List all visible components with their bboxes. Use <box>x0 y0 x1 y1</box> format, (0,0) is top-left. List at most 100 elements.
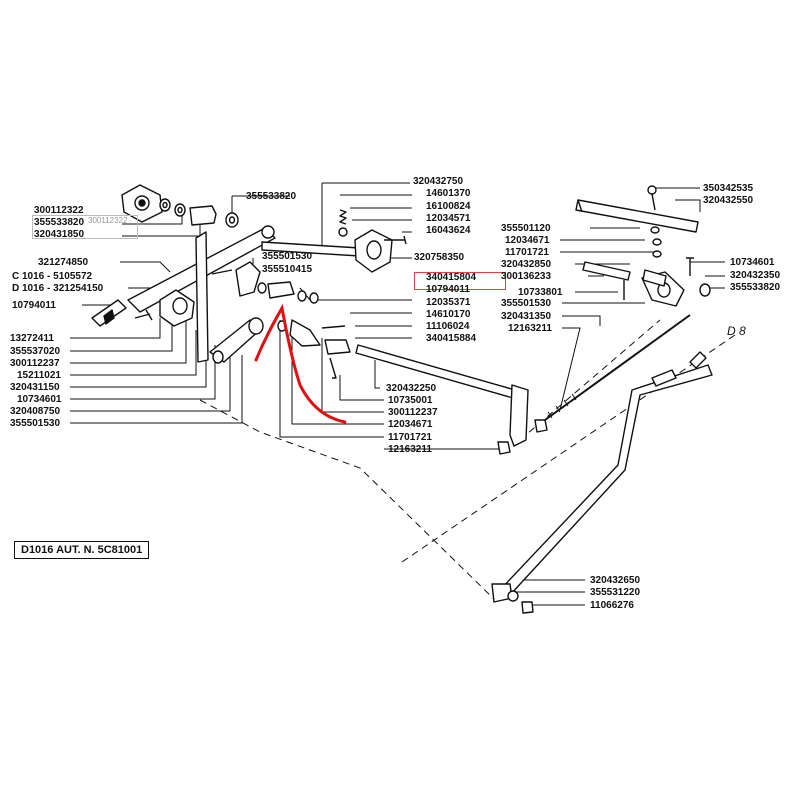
part-number-label: 16100824 <box>426 201 471 212</box>
washer <box>650 226 660 234</box>
part-number-label: 321274850 <box>38 257 89 268</box>
leader-line <box>70 318 187 364</box>
bushing <box>267 281 295 299</box>
spring <box>339 209 347 225</box>
part-number-label: 11701721 <box>388 432 432 443</box>
clevis-fork <box>91 299 127 327</box>
part-number-label: 10735001 <box>388 395 433 406</box>
bushing <box>642 269 667 287</box>
part-number-label: 320758350 <box>414 252 465 263</box>
part-number-label: 14601370 <box>426 188 471 199</box>
washer <box>652 238 662 246</box>
part-number-label: 16043624 <box>426 225 471 236</box>
leader-line <box>70 318 161 339</box>
model-label: D1016 AUT. N. 5C81001 <box>14 541 150 559</box>
part-number-label: 355537020 <box>10 346 61 357</box>
part-number-label: 300136233 <box>501 271 552 282</box>
washer <box>652 250 662 258</box>
part-number-label: 320432850 <box>501 259 552 270</box>
cotter-pin <box>329 357 337 379</box>
screw <box>211 269 233 275</box>
part-number-label: 13272411 <box>10 333 54 344</box>
highlight-box <box>414 272 506 290</box>
part-number-label: 12163211 <box>388 444 432 455</box>
part-number-label: 355531220 <box>590 587 641 598</box>
part-number-label: 320432550 <box>703 195 754 206</box>
flange-bracket <box>121 184 163 223</box>
part-number-label: 10734601 <box>17 394 62 405</box>
leader-line <box>70 355 243 424</box>
dashed-outline <box>199 399 496 601</box>
leader-line <box>70 330 197 376</box>
part-number-label: C 1016 - 5105572 <box>12 271 93 282</box>
leader-line <box>70 345 216 400</box>
threaded-rod <box>544 314 691 421</box>
leader-line <box>675 199 701 212</box>
nut <box>521 601 534 614</box>
part-number-label: 340415804 <box>426 272 477 283</box>
bolt <box>384 235 407 245</box>
washer <box>507 590 519 602</box>
part-number-label: 11701721 <box>505 247 549 258</box>
leader-line <box>120 261 171 273</box>
part-number-label: 11106024 <box>426 321 470 332</box>
part-number-label: D 1016 - 321254150 <box>12 283 104 294</box>
part-number-label: 355533820 <box>730 282 781 293</box>
washer <box>174 203 186 217</box>
part-number-label: 355501530 <box>262 251 313 262</box>
leader-line <box>562 315 601 326</box>
part-number-label: 11066276 <box>590 600 634 611</box>
washer <box>309 292 319 304</box>
part-number-label: 10794011 <box>426 284 470 295</box>
part-number-label: 12034671 <box>388 419 433 430</box>
leader-line <box>279 320 384 438</box>
link-plate <box>209 317 264 364</box>
washer <box>257 282 267 294</box>
nut <box>497 441 511 455</box>
washer <box>159 198 171 212</box>
part-number-label: 355501530 <box>501 298 552 309</box>
flange-housing <box>354 229 393 273</box>
spring-bracket <box>235 261 261 297</box>
leader-line <box>374 360 380 389</box>
part-number-label: 320432750 <box>413 176 464 187</box>
overlay-box <box>32 215 138 239</box>
part-number-label: 300112237 <box>10 358 60 369</box>
nut <box>534 419 548 433</box>
part-number-label: 10734601 <box>730 257 775 268</box>
part-number-label: 12163211 <box>508 323 552 334</box>
bushing <box>324 339 351 355</box>
part-number-label: 12034571 <box>426 213 471 224</box>
part-number-label: 320431850 <box>34 229 85 240</box>
part-number-label: 320408750 <box>10 406 61 417</box>
part-number-label: 355533820 <box>34 217 85 228</box>
washer <box>297 290 307 302</box>
part-number-label: 320432350 <box>730 270 781 281</box>
main-shaft <box>355 344 529 447</box>
upper-right-lever <box>575 185 699 233</box>
pivot-pin <box>582 261 631 281</box>
lever-arm <box>127 225 276 363</box>
part-number-label: 10733801 <box>518 287 563 298</box>
part-number-label: 340415884 <box>426 333 477 344</box>
faint-part-label: 300112322 <box>88 216 128 225</box>
part-number-label: 355510415 <box>262 264 313 275</box>
part-number-label: 12034671 <box>505 235 550 246</box>
part-number-label: 15211021 <box>17 370 61 381</box>
part-number-label: 320431150 <box>10 382 60 393</box>
bushing <box>289 319 321 347</box>
bolt <box>134 309 153 321</box>
part-number-label: 10794011 <box>12 300 56 311</box>
leader-line <box>70 340 231 412</box>
part-number-label: 300112322 <box>34 205 84 216</box>
part-number-label: 350342535 <box>703 183 754 194</box>
part-number-label: 355533820 <box>246 191 297 202</box>
bushing <box>189 205 217 226</box>
d8-link-rod <box>499 351 713 596</box>
washer <box>338 227 348 237</box>
washer <box>225 212 239 228</box>
part-number-label: 320432650 <box>590 575 641 586</box>
red-annotation-arrow <box>254 303 347 424</box>
